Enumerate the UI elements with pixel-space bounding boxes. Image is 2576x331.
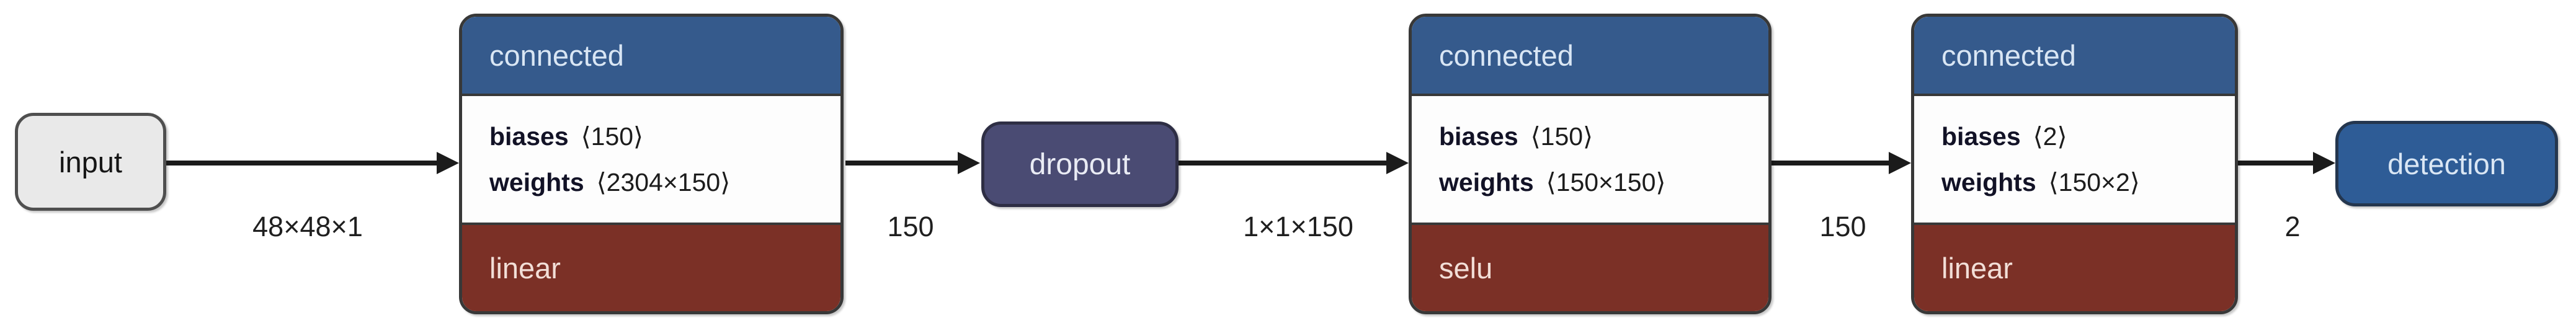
edge-arrow-input-to-connected1: [166, 161, 438, 166]
param-row-weights: weights ⟨150×150⟩: [1439, 167, 1768, 197]
layer-type-header: connected: [1914, 17, 2235, 96]
edge-arrow-connected3-to-detection: [2238, 161, 2314, 166]
node-input-label: input: [59, 145, 122, 179]
param-shape: ⟨150×150⟩: [1546, 168, 1666, 196]
layer-type-label: connected: [1439, 38, 1574, 72]
param-shape: ⟨150×2⟩: [2048, 168, 2140, 196]
param-row-biases: biases ⟨150⟩: [1439, 121, 1768, 151]
edge-label-dropout-shape: 1×1×150: [1243, 211, 1353, 242]
node-dropout-label: dropout: [1029, 148, 1131, 181]
edge-label-input-shape: 48×48×1: [252, 211, 363, 242]
layer-type-header: connected: [462, 17, 840, 96]
param-shape: ⟨2⟩: [2033, 122, 2067, 151]
layer-params: biases ⟨2⟩ weights ⟨150×2⟩: [1914, 96, 2235, 223]
param-row-biases: biases ⟨150⟩: [489, 121, 840, 151]
node-detection-label: detection: [2387, 147, 2506, 180]
param-name: weights: [1439, 168, 1534, 196]
layer-params: biases ⟨150⟩ weights ⟨150×150⟩: [1412, 96, 1768, 223]
layer-activation: linear: [1914, 223, 2235, 311]
param-row-biases: biases ⟨2⟩: [1941, 121, 2235, 151]
layer-params: biases ⟨150⟩ weights ⟨2304×150⟩: [462, 96, 840, 223]
param-row-weights: weights ⟨2304×150⟩: [489, 167, 840, 197]
node-detection[interactable]: detection: [2335, 121, 2558, 206]
layer-block-connected-2[interactable]: connected biases ⟨150⟩ weights ⟨150×150⟩…: [1409, 14, 1772, 314]
edge-arrow-dropout-to-connected2: [1179, 161, 1388, 166]
layer-activation: selu: [1412, 223, 1768, 311]
layer-type-label: connected: [1941, 38, 2076, 72]
edge-label-hidden1-shape: 150: [887, 211, 934, 242]
edge-arrow-connected1-to-dropout: [845, 161, 959, 166]
node-dropout[interactable]: dropout: [981, 121, 1179, 207]
param-shape: ⟨150⟩: [1530, 122, 1593, 151]
layer-activation: linear: [462, 223, 840, 311]
edge-label-hidden2-shape: 150: [1819, 211, 1866, 242]
layer-type-label: connected: [489, 38, 624, 72]
param-name: biases: [489, 122, 569, 151]
param-name: weights: [1941, 168, 2036, 196]
param-name: weights: [489, 168, 584, 196]
param-name: biases: [1941, 122, 2021, 151]
activation-label: linear: [1941, 252, 2013, 285]
param-name: biases: [1439, 122, 1518, 151]
param-row-weights: weights ⟨150×2⟩: [1941, 167, 2235, 197]
edge-label-output-shape: 2: [2284, 211, 2301, 242]
layer-block-connected-1[interactable]: connected biases ⟨150⟩ weights ⟨2304×150…: [459, 14, 844, 314]
layer-type-header: connected: [1412, 17, 1768, 96]
param-shape: ⟨2304×150⟩: [596, 168, 731, 196]
layer-block-connected-3[interactable]: connected biases ⟨2⟩ weights ⟨150×2⟩ lin…: [1911, 14, 2238, 314]
param-shape: ⟨150⟩: [581, 122, 644, 151]
activation-label: selu: [1439, 252, 1493, 285]
node-input[interactable]: input: [15, 113, 166, 211]
activation-label: linear: [489, 252, 561, 285]
edge-arrow-connected2-to-connected3: [1772, 161, 1890, 166]
